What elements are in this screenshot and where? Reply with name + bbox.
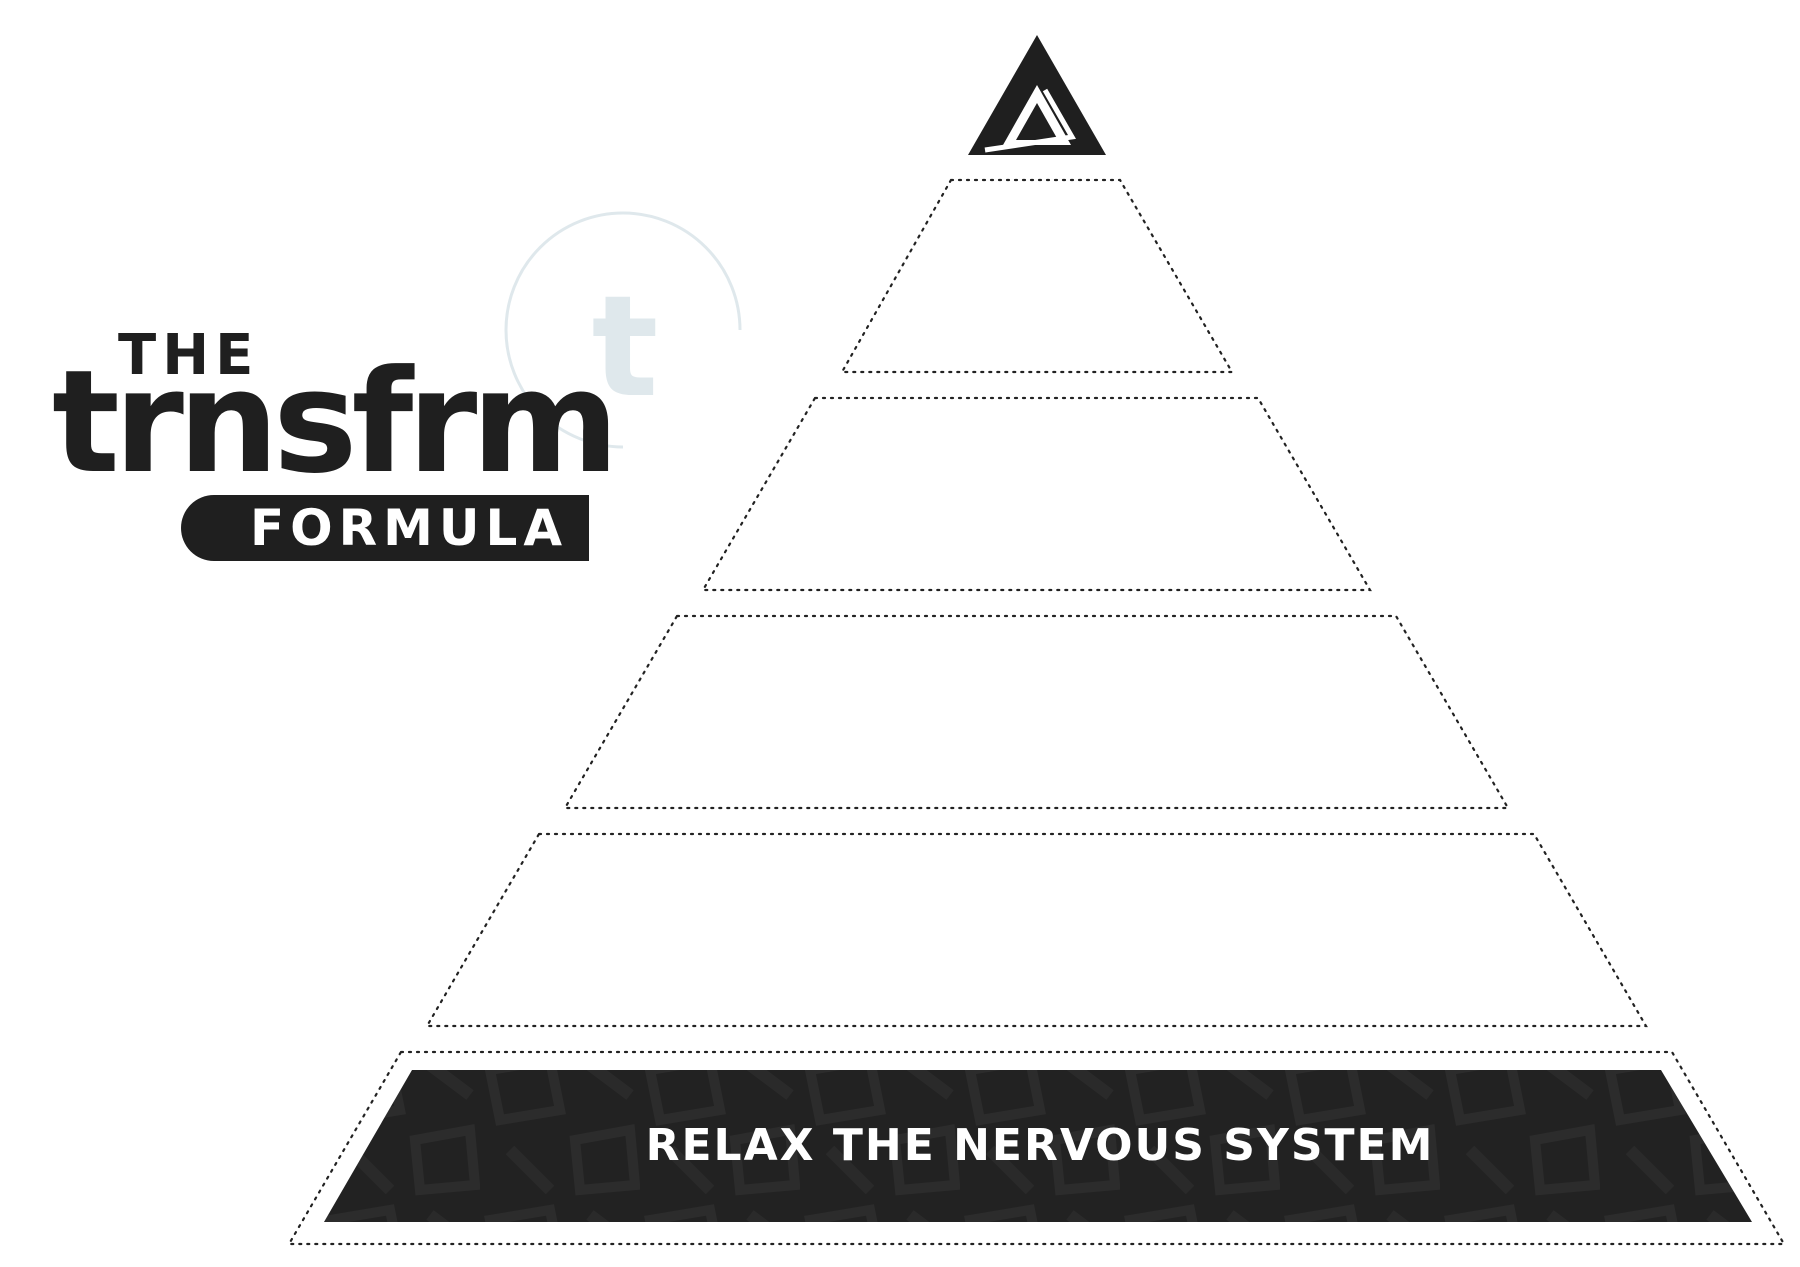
watermark-letter: t xyxy=(592,266,659,429)
base-tier-fill xyxy=(324,1070,1752,1222)
logo-the: THE xyxy=(118,323,260,388)
logo-formula: FORMULA xyxy=(250,499,569,557)
logo-wordmark: trnsfrm xyxy=(52,340,619,505)
watermark-circle-icon: t xyxy=(504,211,742,449)
logo-formula-pill xyxy=(181,495,589,561)
triangle-logo-icon xyxy=(968,35,1106,155)
pyramid-tier-1 xyxy=(840,178,1234,374)
pyramid-tier-2 xyxy=(701,396,1372,592)
base-tier-label: RELAX THE NERVOUS SYSTEM xyxy=(645,1120,1435,1171)
pyramid-tier-5 xyxy=(287,1050,1786,1246)
pyramid-tier-3 xyxy=(563,614,1510,810)
trnsfrm-formula-logo: t THE trnsfrm FORMULA xyxy=(0,0,760,600)
pyramid-tier-4 xyxy=(425,832,1648,1028)
